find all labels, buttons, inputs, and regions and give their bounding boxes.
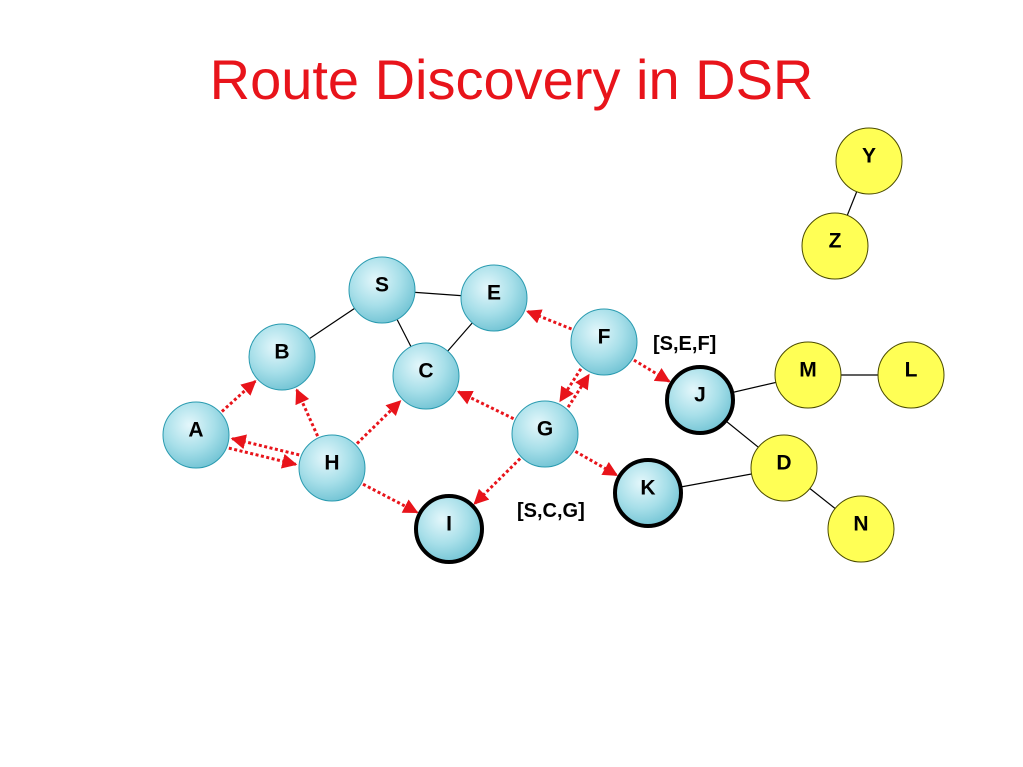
rreq-arrow-G-to-F <box>566 373 591 409</box>
node-K: K <box>613 458 683 528</box>
node-Z: Z <box>801 212 869 280</box>
rreq-arrow-G-to-C <box>457 390 515 421</box>
node-B: B <box>248 323 316 391</box>
node-label-D: D <box>776 452 791 475</box>
route-label-sef: [S,E,F] <box>653 333 716 355</box>
node-circle-G <box>511 400 579 468</box>
node-N: N <box>827 495 895 563</box>
node-M: M <box>774 341 842 409</box>
node-circle-F <box>570 308 638 376</box>
node-circle-N <box>827 495 895 563</box>
rreq-arrow-H-to-B <box>295 388 319 437</box>
node-label-F: F <box>598 326 611 349</box>
node-L: L <box>877 341 945 409</box>
node-circle-B <box>248 323 316 391</box>
node-C: C <box>392 342 460 410</box>
node-circle-A <box>162 401 230 469</box>
node-label-Y: Y <box>862 145 876 168</box>
node-circle-D <box>750 434 818 502</box>
node-label-H: H <box>324 452 339 475</box>
rreq-arrow-G-to-K <box>574 450 619 477</box>
node-circle-J <box>665 365 735 435</box>
node-label-I: I <box>446 513 452 536</box>
node-E: E <box>460 264 528 332</box>
node-label-J: J <box>694 384 706 407</box>
node-J: J <box>665 365 735 435</box>
node-circle-C <box>392 342 460 410</box>
node-A: A <box>162 401 230 469</box>
node-label-Z: Z <box>829 230 842 253</box>
node-label-K: K <box>640 477 655 500</box>
node-label-S: S <box>375 274 389 297</box>
node-circle-M <box>774 341 842 409</box>
node-circle-S <box>348 256 416 324</box>
node-H: H <box>298 434 366 502</box>
node-label-A: A <box>188 419 203 442</box>
rreq-arrow-A-to-B <box>220 380 257 413</box>
rreq-arrow-F-to-E <box>526 309 573 331</box>
node-circle-I <box>414 494 484 564</box>
node-circle-Y <box>835 127 903 195</box>
node-Y: Y <box>835 127 903 195</box>
node-label-N: N <box>853 513 868 536</box>
slide-title: Route Discovery in DSR <box>209 48 814 111</box>
node-circle-H <box>298 434 366 502</box>
node-label-C: C <box>418 360 433 383</box>
node-label-B: B <box>274 341 289 364</box>
node-label-E: E <box>487 282 501 305</box>
node-circle-L <box>877 341 945 409</box>
route-label-scg: [S,C,G] <box>517 500 585 522</box>
node-F: F <box>570 308 638 376</box>
rreq-arrow-H-to-C <box>355 400 402 445</box>
route-labels-layer: [S,E,F] [S,C,G] <box>517 333 716 522</box>
node-circle-K <box>613 458 683 528</box>
rreq-arrow-H-to-A <box>230 434 300 457</box>
node-D: D <box>750 434 818 502</box>
node-circle-E <box>460 264 528 332</box>
rreq-arrow-G-to-I <box>473 457 522 505</box>
rreq-arrow-F-to-G <box>558 367 583 403</box>
rreq-arrows-layer <box>220 309 671 514</box>
rreq-arrow-H-to-I <box>362 482 419 514</box>
node-S: S <box>348 256 416 324</box>
rreq-arrow-A-to-H <box>228 446 298 469</box>
nodes-layer: S E F B C A H G I J K Y Z M L D N <box>162 127 945 564</box>
rreq-arrow-F-to-J <box>633 358 671 383</box>
node-label-G: G <box>537 418 553 441</box>
node-G: G <box>511 400 579 468</box>
node-I: I <box>414 494 484 564</box>
node-label-M: M <box>799 359 817 382</box>
node-circle-Z <box>801 212 869 280</box>
node-label-L: L <box>905 359 918 382</box>
